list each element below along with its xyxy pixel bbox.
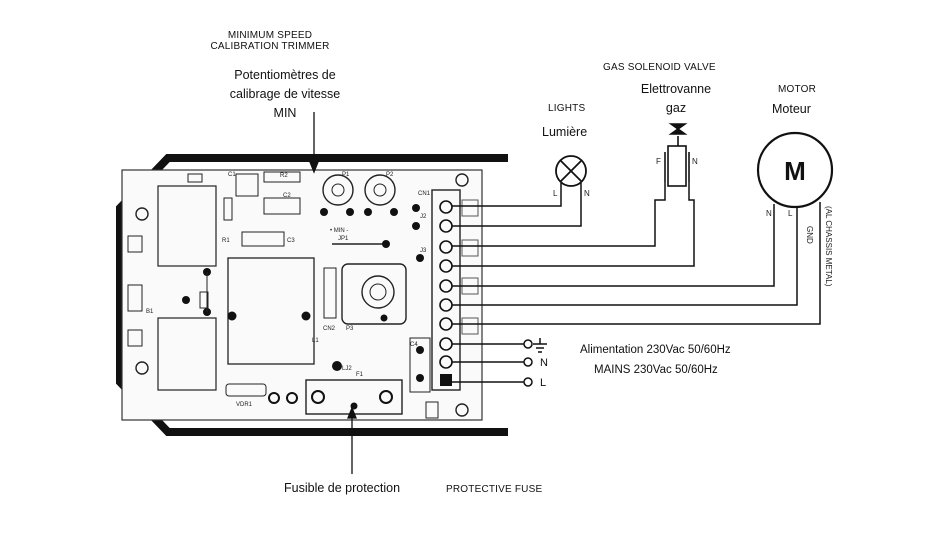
pad (301, 311, 311, 321)
motor-mark-gnd: GND (805, 226, 814, 244)
pad (227, 311, 237, 321)
valve-mark-f: F (656, 157, 661, 166)
mark-c3: C3 (287, 238, 295, 244)
mark-cn2: CN2 (323, 326, 336, 332)
pad (182, 296, 190, 304)
fuse-callout-arrow (347, 406, 357, 474)
potentiometer-icon (320, 174, 354, 216)
relay-block (157, 317, 217, 391)
mark-j2: J2 (420, 214, 427, 220)
fuse-label-fr: Fusible de protection (284, 481, 401, 495)
mark-r1: R1 (222, 238, 230, 244)
mark-min: • MIN - (330, 228, 348, 234)
mounting-hole (135, 207, 149, 221)
motor-mark-l: L (788, 209, 793, 218)
mark-vdr1: VDR1 (236, 402, 253, 408)
component-c3 (241, 231, 285, 247)
mark-jp1: JP1 (338, 236, 349, 242)
mark-j3: J3 (420, 248, 427, 254)
mark-c2: C2 (283, 193, 291, 199)
lamp-mark-n: N (584, 189, 590, 198)
connector (127, 235, 143, 253)
motor-label-en: MOTOR (778, 84, 817, 95)
trimmer-callout-arrow (309, 112, 319, 174)
lamp-icon (555, 155, 587, 187)
svg-text:M: M (784, 156, 806, 186)
fuse-label-en: PROTECTIVE FUSE (446, 484, 543, 495)
mark-c1: C1 (228, 172, 236, 178)
connector (127, 284, 143, 312)
mark-p1: P1 (342, 172, 350, 178)
mark-p2: P2 (386, 172, 394, 178)
component-c1 (235, 173, 259, 197)
mark-b1: B1 (146, 309, 154, 315)
valve-label-en: GAS SOLENOID VALVE (603, 62, 716, 73)
lights-label-en: LIGHTS (548, 103, 586, 114)
chassis-mark: (AL CHASSIS METAL) (824, 206, 833, 287)
mark-c4: C4 (410, 342, 418, 348)
terminal-block-cn1 (431, 189, 461, 391)
wiring (452, 182, 821, 383)
jumper (199, 291, 209, 309)
mounting-hole (455, 173, 469, 187)
potentiometer-icon (364, 174, 398, 216)
valve-label-it: Elettrovanne gaz (640, 82, 712, 115)
lamp-mark-l: L (553, 189, 558, 198)
component-r2 (263, 171, 301, 183)
terminal-l: L (540, 377, 546, 389)
mounting-hole (135, 361, 149, 375)
trimmer-p3 (341, 263, 407, 325)
pcb-board (121, 169, 483, 421)
solenoid-valve-icon (664, 123, 690, 187)
ground-icon (533, 338, 547, 353)
motor-icon: M (756, 131, 834, 209)
motor-mark-n: N (766, 209, 772, 218)
component-r (187, 173, 203, 183)
mark-f1: F1 (356, 372, 364, 378)
inductor-l1 (227, 257, 315, 365)
enclosure-outline (116, 154, 508, 436)
mark-cn1: CN1 (418, 191, 431, 197)
connector-cn2 (323, 267, 337, 319)
mounting-hole (455, 403, 469, 417)
varistor-vdr1 (225, 383, 267, 397)
trimmer-label-fr: Potentiomètres de calibrage de vitesse M… (229, 68, 341, 120)
valve-mark-n: N (692, 157, 698, 166)
mark-l1: L1 (312, 338, 319, 344)
relay-block (157, 185, 217, 267)
mark-lj2: LJ2 (342, 366, 352, 372)
terminal-n: N (540, 357, 548, 369)
motor-label-fr: Moteur (772, 102, 811, 116)
mark-p3: P3 (346, 326, 354, 332)
component-r (223, 197, 233, 221)
mains-label-en: MAINS 230Vac 50/60Hz (594, 364, 718, 376)
mark-r2: R2 (280, 173, 288, 179)
mains-label-fr: Alimentation 230Vac 50/60Hz (580, 344, 731, 356)
connector (127, 329, 143, 347)
trimmer-label-en: MINIMUM SPEED CALIBRATION TRIMMER (210, 30, 330, 52)
component-c2 (263, 197, 301, 215)
lights-label-fr: Lumière (542, 125, 588, 139)
